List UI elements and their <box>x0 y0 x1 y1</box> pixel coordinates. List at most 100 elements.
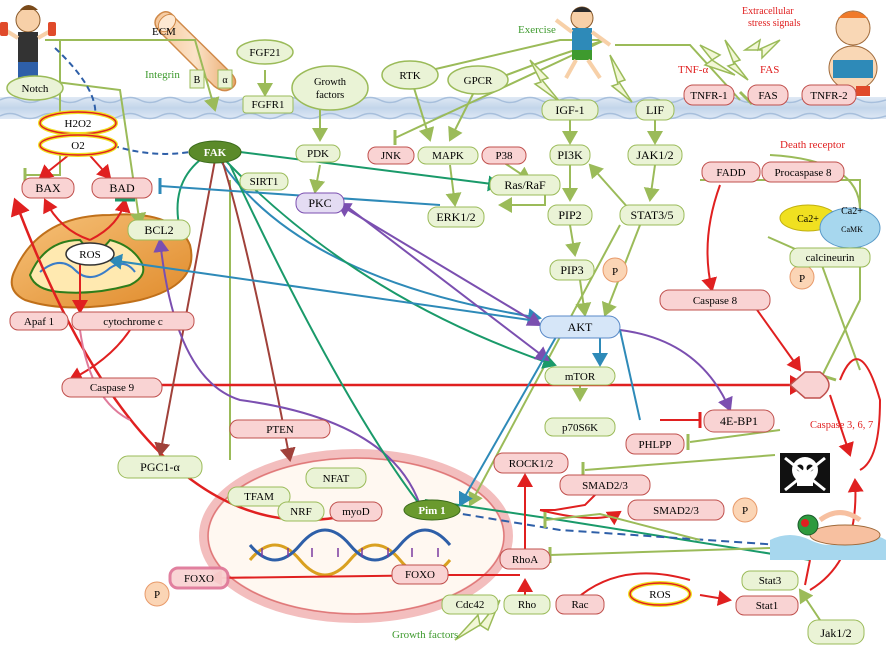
svg-text:PGC1-α: PGC1-α <box>140 460 180 474</box>
svg-text:GPCR: GPCR <box>464 75 493 87</box>
tnfr1-node: TNFR-1 <box>683 84 735 106</box>
svg-text:Pim 1: Pim 1 <box>418 505 445 517</box>
svg-text:factors: factors <box>316 90 345 101</box>
swimmer-icon <box>770 510 886 560</box>
svg-text:ROS: ROS <box>649 589 670 601</box>
svg-text:NRF: NRF <box>290 506 311 518</box>
myod-node: myoD <box>329 501 383 522</box>
lightning-icon <box>454 38 781 641</box>
svg-text:ROS: ROS <box>79 249 100 261</box>
svg-text:Procaspase 8: Procaspase 8 <box>774 167 832 179</box>
svg-text:CaMK: CaMK <box>841 225 863 234</box>
svg-text:myoD: myoD <box>342 506 370 518</box>
cdc42-node: Cdc42 <box>441 594 499 615</box>
svg-text:FGF21: FGF21 <box>249 47 280 59</box>
svg-text:Ca2+: Ca2+ <box>797 214 819 225</box>
svg-text:SMAD2/3: SMAD2/3 <box>653 505 699 517</box>
rac-node: Rac <box>555 594 605 615</box>
pgc1a-node: PGC1-α <box>117 455 203 479</box>
svg-text:RTK: RTK <box>399 70 420 82</box>
pi3k-node: PI3K <box>549 144 591 166</box>
growth-factors-top-node: Growth factors <box>291 65 369 111</box>
svg-text:Notch: Notch <box>22 83 49 95</box>
svg-text:α: α <box>222 75 228 86</box>
svg-text:FADD: FADD <box>716 167 745 179</box>
svg-text:cytochrome c: cytochrome c <box>103 316 163 328</box>
pdk-node: PDK <box>295 144 341 163</box>
extracellular-stress-label: Extracellular <box>742 6 794 17</box>
svg-text:PDK: PDK <box>307 148 329 160</box>
tfam-node: TFAM <box>227 486 291 507</box>
foxo-nucleus-node: FOXO <box>391 564 449 585</box>
smad-node-b: SMAD2/3 <box>627 499 725 521</box>
svg-text:Ras/RaF: Ras/RaF <box>504 178 546 192</box>
svg-text:Ca2+: Ca2+ <box>841 206 863 217</box>
ros-mito-node: ROS <box>65 242 115 266</box>
svg-text:B: B <box>194 75 201 86</box>
tnf-alpha-label: TNF-α <box>678 64 708 76</box>
fgf21-node: FGF21 <box>236 39 294 65</box>
rock-node: ROCK1/2 <box>493 452 569 474</box>
smad-phospho-label: P <box>742 505 748 517</box>
svg-text:FGFR1: FGFR1 <box>251 99 284 111</box>
svg-text:PHLPP: PHLPP <box>638 439 671 451</box>
svg-text:H2O2: H2O2 <box>65 118 92 130</box>
svg-text:TFAM: TFAM <box>244 491 274 503</box>
bax-node: BAX <box>21 177 75 199</box>
bcl2-node: BCL2 <box>127 219 191 241</box>
svg-text:NFAT: NFAT <box>323 473 350 485</box>
fadd-node: FADD <box>701 161 761 183</box>
foxo-phospho-label: P <box>154 589 160 601</box>
fgfr1-node: FGFR1 <box>242 95 294 114</box>
pip3-node: PIP3 <box>549 259 595 281</box>
svg-text:JAK1/2: JAK1/2 <box>636 148 673 162</box>
cytochrome-node: cytochrome c <box>71 311 195 331</box>
p38-node: P38 <box>481 146 527 165</box>
caspase-effector-node <box>788 371 830 399</box>
notch-node: Notch <box>6 75 64 101</box>
ecm-label: ECM <box>152 26 176 38</box>
svg-text:AKT: AKT <box>568 320 593 334</box>
calcineurin-node: calcineurin <box>789 247 871 268</box>
svg-text:Cdc42: Cdc42 <box>456 599 485 611</box>
skull-icon <box>780 453 830 493</box>
stat3-node: Stat3 <box>741 570 799 591</box>
caspase9-node: Caspase 9 <box>61 377 163 398</box>
svg-text:p70S6K: p70S6K <box>562 422 598 434</box>
svg-text:P38: P38 <box>495 150 513 162</box>
bad-node: BAD <box>91 177 153 199</box>
akt-node: AKT <box>539 315 621 339</box>
nrf-node: NRF <box>277 501 325 522</box>
ros-source-node: H2O2 O2 <box>38 110 118 157</box>
svg-text:PI3K: PI3K <box>557 148 583 162</box>
svg-text:Stat3: Stat3 <box>759 575 782 587</box>
calcineurin-phospho-label: P <box>799 273 805 285</box>
svg-text:RhoA: RhoA <box>512 554 538 566</box>
procaspase8-node: Procaspase 8 <box>761 161 845 183</box>
caspase8-node: Caspase 8 <box>659 289 771 311</box>
svg-text:stress signals: stress signals <box>748 18 801 29</box>
svg-text:Caspase 8: Caspase 8 <box>693 295 738 307</box>
svg-text:ERK1/2: ERK1/2 <box>436 210 475 224</box>
svg-text:JNK: JNK <box>381 150 401 162</box>
svg-text:BCL2: BCL2 <box>144 223 173 237</box>
ras-raf-node: Ras/RaF <box>489 174 561 196</box>
nfat-node: NFAT <box>305 467 367 489</box>
fas-ligand-label: FAS <box>760 64 779 76</box>
pim1-node: Pim 1 <box>403 499 461 521</box>
jak-bottom-node: Jak1/2 <box>807 619 865 645</box>
svg-text:Stat1: Stat1 <box>756 600 779 612</box>
erk-node: ERK1/2 <box>427 206 485 228</box>
svg-text:Rac: Rac <box>571 599 588 611</box>
mtor-node: mTOR <box>544 366 616 386</box>
svg-text:mTOR: mTOR <box>565 371 596 383</box>
foxo-cytoplasm-node: FOXO <box>168 566 230 590</box>
phospho-markers <box>144 257 815 607</box>
phlpp-node: PHLPP <box>625 433 685 455</box>
svg-text:ROCK1/2: ROCK1/2 <box>509 458 554 470</box>
stressed-person-icon <box>828 10 878 96</box>
4ebp1-node: 4E-BP1 <box>703 409 775 433</box>
rho-node: Rho <box>503 594 551 615</box>
ecm-icon <box>154 11 237 92</box>
